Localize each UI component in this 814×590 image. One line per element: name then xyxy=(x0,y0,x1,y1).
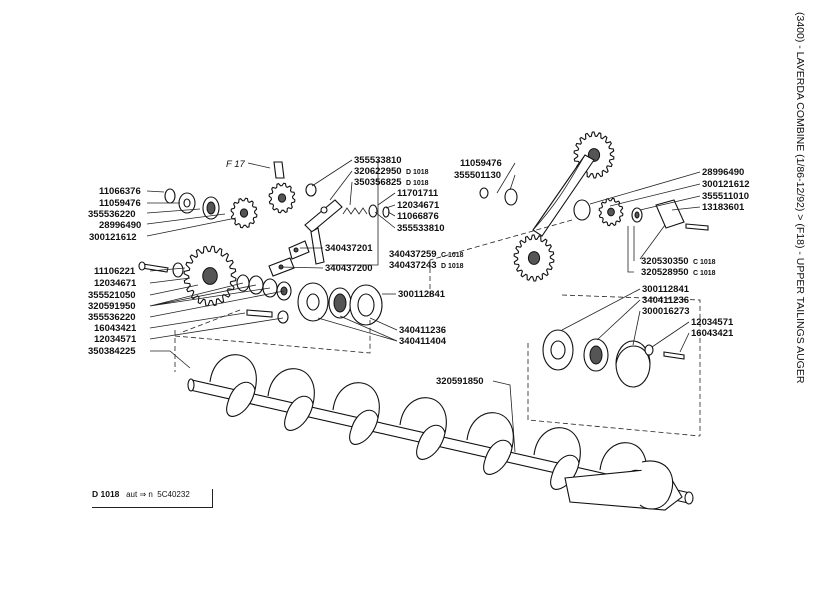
label-11059476-b: 11059476 xyxy=(460,158,502,169)
label-350356825: 350356825 xyxy=(354,177,402,188)
part-labels: 11066376 11059476 355536220 28996490 300… xyxy=(88,155,750,387)
label-13183601: 13183601 xyxy=(702,202,745,213)
label-28996490: 28996490 xyxy=(99,220,141,231)
auger-flight xyxy=(399,397,447,460)
label-300121612-b: 300121612 xyxy=(702,179,750,190)
label-12034571: 12034571 xyxy=(94,334,137,345)
label-340437243-suffix: D 1018 xyxy=(441,263,464,270)
leader-lines xyxy=(146,159,701,453)
label-340437243: 340437243 xyxy=(389,260,437,271)
large-sprocket-left xyxy=(183,245,237,307)
label-350384225: 350384225 xyxy=(88,346,136,357)
label-320622950: 320622950 xyxy=(354,166,402,177)
label-320591950: 320591950 xyxy=(88,301,136,312)
label-320622950-suffix: D 1018 xyxy=(406,169,429,176)
auger-flight xyxy=(466,412,514,475)
label-16043421: 16043421 xyxy=(94,323,137,334)
label-355533810: 355533810 xyxy=(354,155,402,166)
page-title: (3400) - LAVERDA COMBINE (1/86-12/92) > … xyxy=(794,12,806,384)
small-sprocket-left xyxy=(230,197,258,229)
label-300016273: 300016273 xyxy=(642,306,690,317)
label-355533810-b: 355533810 xyxy=(397,223,445,234)
label-11059476: 11059476 xyxy=(99,198,141,209)
label-340437259-suffix: C 1018 xyxy=(441,252,464,259)
label-300121612: 300121612 xyxy=(89,232,137,243)
upper-sprocket-f17 xyxy=(268,182,296,214)
caption-code: D 1018 xyxy=(92,489,120,499)
label-16043421-b: 16043421 xyxy=(691,328,734,339)
auger-flight xyxy=(267,368,315,431)
auger-flight xyxy=(209,354,257,417)
label-12034571-b: 12034571 xyxy=(691,317,734,328)
label-340437201: 340437201 xyxy=(325,243,373,254)
label-12034671: 12034671 xyxy=(94,278,137,289)
label-300112841-b: 300112841 xyxy=(642,284,690,295)
label-320528950-suffix: C 1018 xyxy=(693,270,716,277)
label-355501130: 355501130 xyxy=(454,170,501,181)
phantom-lines xyxy=(174,219,701,437)
label-355536220: 355536220 xyxy=(88,209,136,220)
label-300112841: 300112841 xyxy=(398,289,446,300)
sprocket-hub xyxy=(239,208,249,218)
label-340411236: 340411236 xyxy=(399,325,446,336)
label-11066376: 11066376 xyxy=(99,186,141,197)
label-340411404: 340411404 xyxy=(399,336,447,347)
sprocket-hub xyxy=(607,207,615,217)
label-355536220-b: 355536220 xyxy=(88,312,136,323)
right-bearing-group xyxy=(542,329,685,388)
lower-chain-sprocket xyxy=(513,234,555,282)
sprocket-hub xyxy=(277,193,287,203)
auger-flight xyxy=(332,382,380,445)
label-320528950: 320528950 xyxy=(641,267,689,278)
auger-assembly xyxy=(187,354,694,511)
label-320591850: 320591850 xyxy=(436,376,484,387)
label-28996490-b: 28996490 xyxy=(702,167,744,178)
right-drive-group xyxy=(479,131,709,282)
label-340411236-b: 340411236 xyxy=(642,295,689,306)
figure-ref: F 17 xyxy=(226,159,246,170)
label-355521050: 355521050 xyxy=(88,290,136,301)
arrow-icon: ⇒ xyxy=(139,490,147,499)
label-320530350-suffix: C 1018 xyxy=(693,259,716,266)
label-355511010: 355511010 xyxy=(702,191,749,202)
label-340437200: 340437200 xyxy=(325,263,373,274)
small-sprocket-right xyxy=(598,197,624,227)
caption-n: n xyxy=(148,490,153,499)
label-11106221: 11106221 xyxy=(94,266,136,277)
drawing-caption: D 1018 aut ⇒ n 5C40232 xyxy=(92,489,213,508)
label-340437259: 340437259 xyxy=(389,249,437,260)
caption-aut: aut xyxy=(126,490,138,499)
label-320530350: 320530350 xyxy=(641,256,689,267)
caption-serial: 5C40232 xyxy=(157,490,190,499)
label-11066876: 11066876 xyxy=(397,211,439,222)
label-350356825-suffix: D 1018 xyxy=(406,180,429,187)
sprocket-hub xyxy=(527,251,541,265)
left-drive-group xyxy=(138,161,296,324)
label-11701711: 11701711 xyxy=(397,188,439,199)
label-12034671-b: 12034671 xyxy=(397,200,440,211)
auger-flights xyxy=(209,354,647,505)
drive-chain xyxy=(532,154,595,237)
sprocket-hub xyxy=(202,267,218,285)
